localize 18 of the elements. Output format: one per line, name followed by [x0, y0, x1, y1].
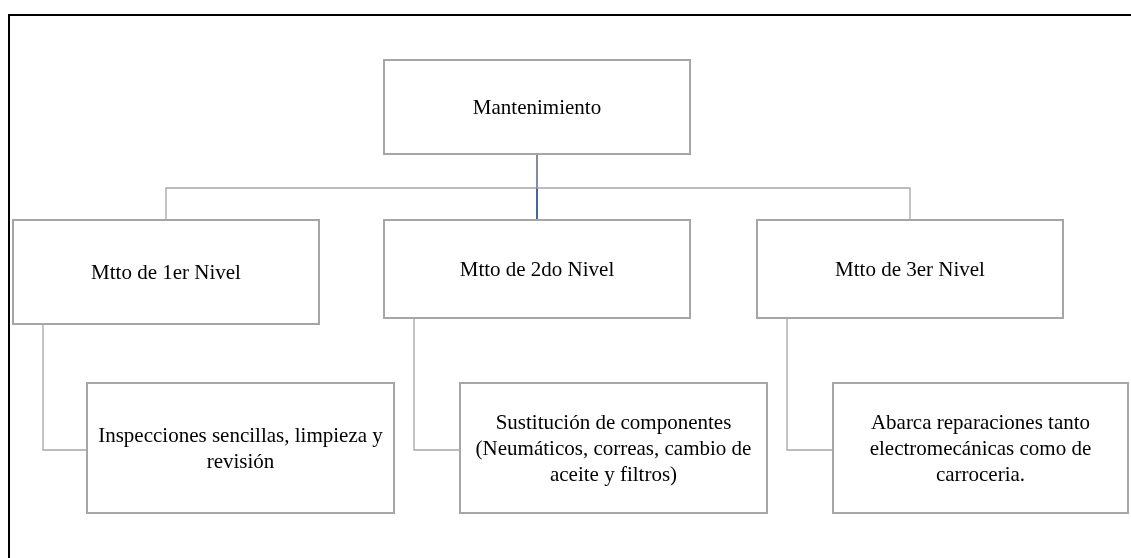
process-box — [383, 59, 691, 155]
process-box — [86, 382, 395, 514]
box-text: Mtto de 2do Nivel — [459, 255, 615, 283]
connector-line — [42, 324, 87, 451]
box-text: Mantenimiento — [472, 93, 602, 121]
box-text: Sustitución de componentes (Neumáticos, correas, cambio de aceite y filtros) — [474, 408, 753, 488]
box-text: Inspecciones sencillas, limpieza y revisión — [97, 421, 384, 475]
box-text: Mtto de 3er Nivel — [835, 255, 985, 283]
box-text: Mtto de 1er Nivel — [91, 258, 241, 286]
process-box — [383, 219, 691, 319]
process-box — [12, 219, 320, 325]
process-box — [459, 382, 768, 514]
connector-line — [786, 318, 833, 451]
process-box — [832, 382, 1129, 514]
connector-line — [413, 318, 460, 451]
box-text: Abarca reparaciones tanto electromecánicas como de carroceria. — [868, 408, 1093, 488]
process-box — [756, 219, 1064, 319]
connector-line — [536, 154, 911, 220]
